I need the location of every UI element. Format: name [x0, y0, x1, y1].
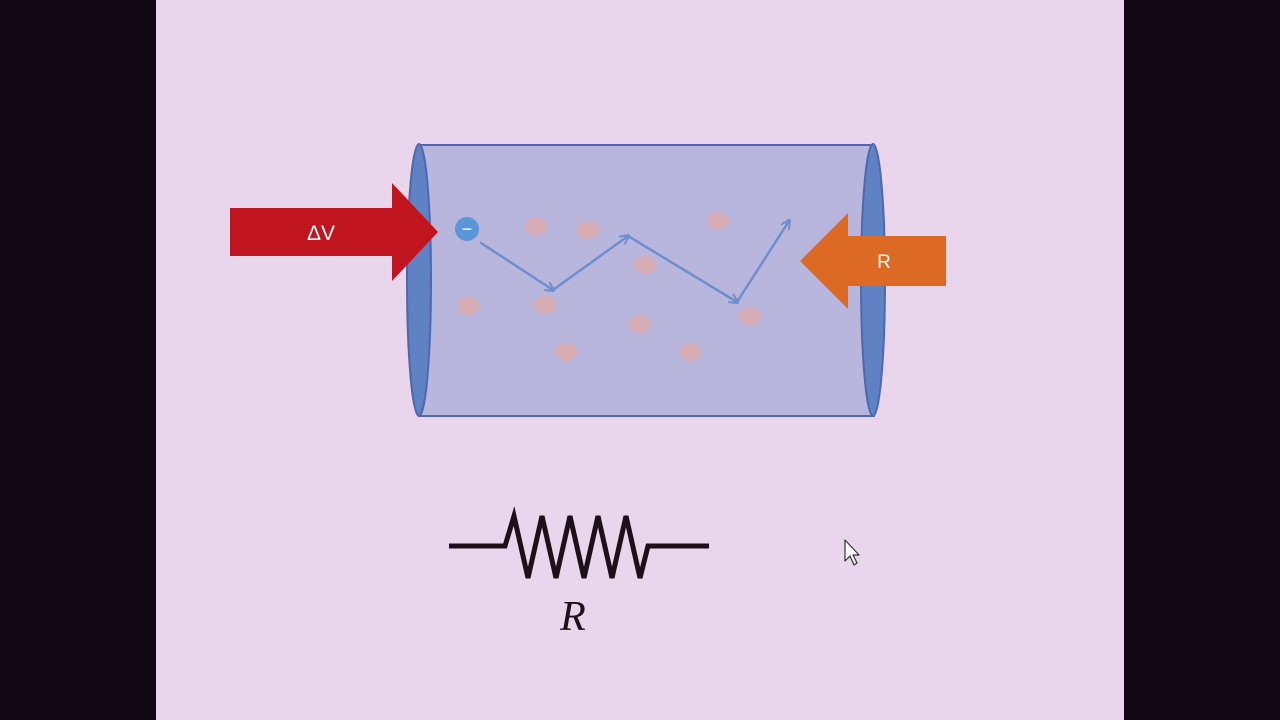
path-segment — [626, 234, 737, 302]
ion — [457, 297, 479, 315]
lattice-ions — [457, 212, 761, 361]
ion — [739, 307, 761, 325]
resistance-arrow: R — [800, 213, 946, 309]
cylinder-left-cap — [406, 143, 432, 417]
resistor-zigzag — [449, 506, 709, 579]
voltage-arrow-shape — [230, 183, 438, 281]
cylinder-body — [418, 144, 875, 417]
voltage-arrow-label: ΔV — [307, 222, 335, 245]
path-segment — [735, 221, 789, 304]
mouse-pointer-icon — [844, 539, 860, 566]
right-letterbox — [1124, 0, 1280, 720]
ion — [634, 256, 656, 274]
resistance-arrow-label: R — [877, 252, 891, 273]
electron: − — [455, 217, 479, 241]
electron-path — [479, 221, 789, 304]
ion — [629, 315, 651, 333]
ion — [534, 296, 556, 314]
left-letterbox — [0, 0, 156, 720]
resistor-symbol: R — [449, 506, 709, 640]
conductor-cylinder — [406, 143, 886, 417]
electron-ball — [455, 217, 479, 241]
resistor-label: R — [559, 594, 586, 640]
ion — [555, 343, 577, 361]
ion — [525, 217, 547, 235]
path-segment — [551, 236, 628, 292]
path-segment — [479, 241, 553, 290]
electron-symbol: − — [462, 219, 473, 239]
ion — [707, 212, 729, 230]
voltage-arrow: ΔV — [230, 183, 438, 281]
ion — [577, 221, 599, 239]
ion — [679, 343, 701, 361]
resistance-arrow-shape — [800, 213, 946, 309]
